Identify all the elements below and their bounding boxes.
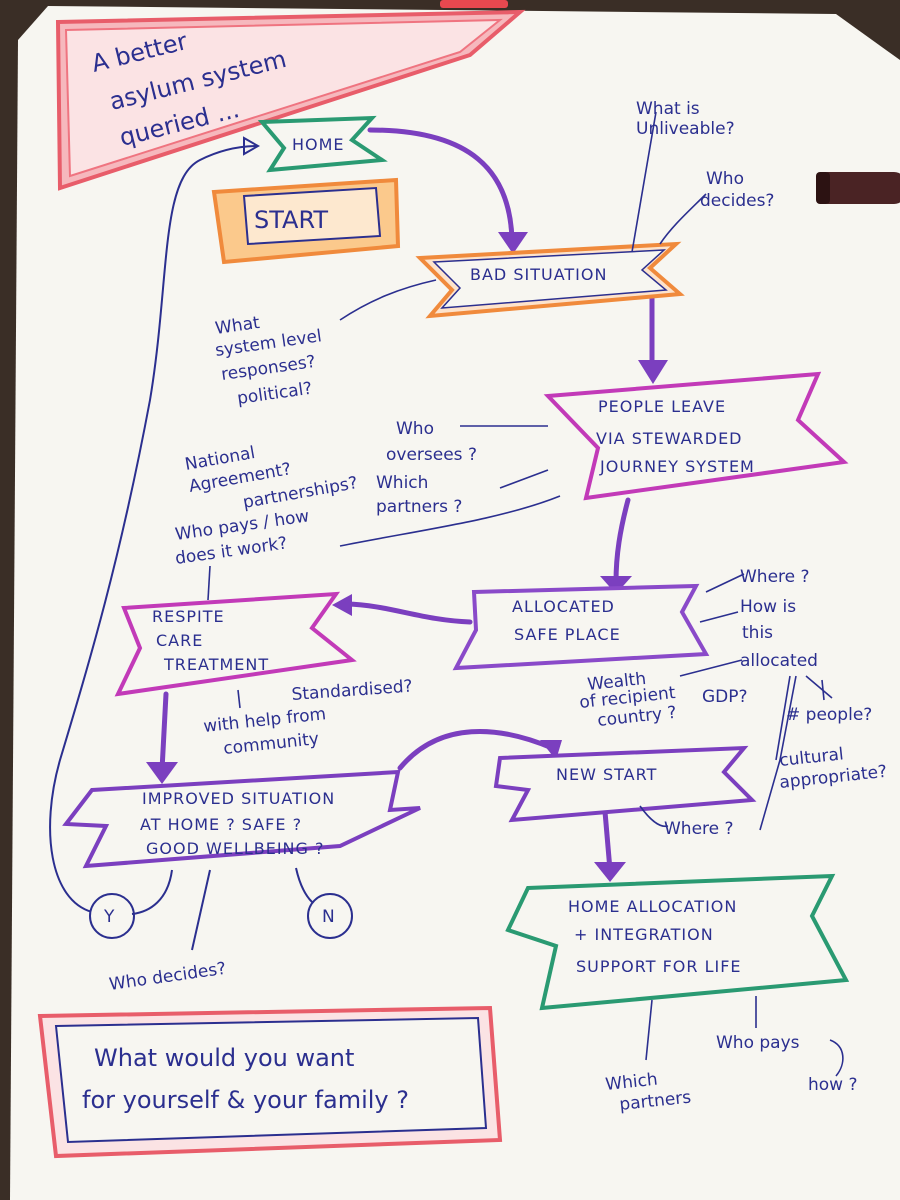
improved-line-1: IMPROVED SITUATION xyxy=(142,789,335,808)
home-label: HOME xyxy=(292,135,345,154)
note-where-top: Where ? xyxy=(740,567,810,587)
y-label: Y xyxy=(103,907,115,927)
annotation-leaders xyxy=(207,111,844,1077)
allocated-box: ALLOCATED SAFE PLACE xyxy=(452,583,710,671)
note-who-pays-bottom: Who pays xyxy=(716,1033,800,1053)
question-box: What would you want for yourself & your … xyxy=(37,1005,503,1159)
note-oversees-4: partners ? xyxy=(376,497,462,517)
question-line-1: What would you want xyxy=(94,1044,354,1072)
people-leave-line-1: PEOPLE LEAVE xyxy=(598,397,726,416)
start-box: START xyxy=(211,177,401,265)
note-who-decides-top-2: decides? xyxy=(700,191,774,211)
note-how-2: this xyxy=(742,623,773,643)
home-allocation-box: HOME ALLOCATION + INTEGRATION SUPPORT FO… xyxy=(505,873,850,1011)
improved-line-2: AT HOME ? SAFE ? xyxy=(140,815,302,834)
respite-line-3: TREATMENT xyxy=(163,655,269,674)
home-allocation-line-2: + INTEGRATION xyxy=(574,925,714,944)
title-box: A better asylum system queried ... xyxy=(55,9,526,191)
marker-cap xyxy=(440,0,508,8)
respite-box: RESPITE CARE TREATMENT xyxy=(114,591,357,697)
bad-situation-label: BAD SITUATION xyxy=(470,265,607,284)
note-how-bottom: how ? xyxy=(808,1075,858,1095)
people-leave-line-2: VIA STEWARDED xyxy=(596,429,743,448)
n-label: N xyxy=(322,907,335,927)
note-oversees-1: Who xyxy=(396,419,434,439)
respite-line-1: RESPITE xyxy=(152,607,225,626)
bad-situation-box: BAD SITUATION xyxy=(415,241,685,319)
note-people: # people? xyxy=(786,705,872,725)
respite-line-2: CARE xyxy=(156,631,203,650)
allocated-line-1: ALLOCATED xyxy=(512,597,615,616)
note-oversees-2: oversees ? xyxy=(386,445,477,465)
question-line-2: for yourself & your family ? xyxy=(82,1086,409,1114)
start-label: START xyxy=(254,206,328,234)
people-leave-line-3: JOURNEY SYSTEM xyxy=(599,457,755,476)
pen-object xyxy=(816,172,900,204)
improved-box: IMPROVED SITUATION AT HOME ? SAFE ? GOOD… xyxy=(62,769,421,869)
new-start-label: NEW START xyxy=(556,765,657,784)
home-box: HOME xyxy=(257,115,388,173)
note-where-new: Where ? xyxy=(664,819,734,839)
yn-connectors xyxy=(131,867,313,951)
note-how-3: allocated xyxy=(740,651,818,671)
home-allocation-line-3: SUPPORT FOR LIFE xyxy=(576,957,742,976)
loop-line xyxy=(49,145,259,913)
note-unliveable-1: What is xyxy=(636,99,700,119)
note-oversees-3: Which xyxy=(376,473,428,493)
note-how-1: How is xyxy=(740,597,796,617)
note-who-decides-top-1: Who xyxy=(706,169,744,189)
note-gdp: GDP? xyxy=(702,687,748,707)
note-unliveable-2: Unliveable? xyxy=(636,119,735,139)
loop-arrow xyxy=(243,136,261,156)
home-allocation-line-1: HOME ALLOCATION xyxy=(568,897,737,916)
n-node: N xyxy=(307,893,353,939)
improved-line-3: GOOD WELLBEING ? xyxy=(146,839,325,858)
allocated-line-2: SAFE PLACE xyxy=(514,625,621,644)
people-leave-box: PEOPLE LEAVE VIA STEWARDED JOURNEY SYSTE… xyxy=(543,371,849,501)
y-node: Y xyxy=(89,893,135,939)
new-start-box: NEW START xyxy=(493,745,757,823)
